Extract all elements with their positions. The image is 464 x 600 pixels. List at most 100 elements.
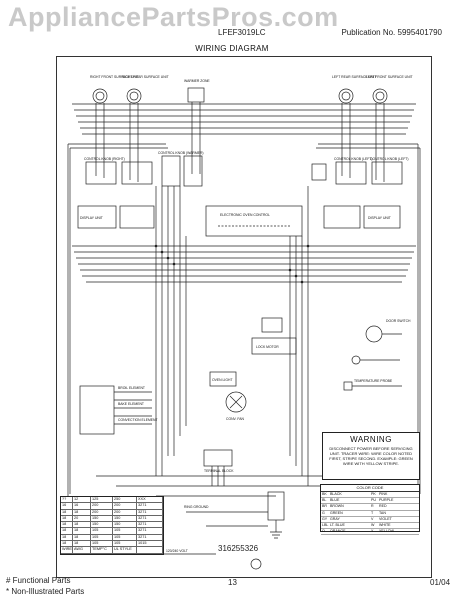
table-cell xyxy=(137,547,163,553)
color-code-cell: ORANGE xyxy=(329,529,370,536)
label-door: DOOR SWITCH xyxy=(386,319,411,323)
warning-text: DISCONNECT POWER BEFORE SERVICING UNIT. … xyxy=(329,446,413,466)
table-cell: 18 xyxy=(73,509,91,515)
page-title: WIRING DIAGRAM xyxy=(195,44,269,53)
label-ctrl1: CONTROL KNOB (RIGHT) xyxy=(84,157,125,161)
table-cell: 18 xyxy=(61,534,73,541)
color-code-cell: BL xyxy=(321,498,329,505)
diagram-part-code: 316255326 xyxy=(218,544,259,553)
table-cell: 3271 xyxy=(137,515,163,522)
label-ground: RING GROUND xyxy=(184,505,209,509)
color-code-cell: O xyxy=(321,529,329,536)
table-cell: 18 xyxy=(73,541,91,547)
table-cell: 200 xyxy=(91,509,113,515)
table-cell: 3271 xyxy=(137,528,163,534)
table-cell: 105 xyxy=(91,528,113,534)
label-rr: RIGHT REAR SURFACE UNIT xyxy=(122,75,169,79)
color-code-cell: WHITE xyxy=(378,523,419,530)
table-cell: 20 xyxy=(73,515,91,522)
label-fan: CONV. FAN xyxy=(226,417,245,421)
table-cell: 150 xyxy=(91,515,113,522)
table-cell: AWG xyxy=(73,547,91,553)
table-cell: ?? xyxy=(61,497,73,503)
table-cell: 105 xyxy=(113,541,137,547)
footer-page-number: 13 xyxy=(228,578,237,587)
color-code-cell: PINK xyxy=(378,492,419,499)
color-code-cell: LT. BLUE xyxy=(329,523,370,530)
label-lock: LOCK MOTOR xyxy=(256,345,279,349)
table-cell: 150 xyxy=(113,515,137,522)
table-cell: 18 xyxy=(61,509,73,515)
table-cell: 18 xyxy=(61,541,73,547)
label-terminal: TERMINAL BLOCK xyxy=(204,469,234,473)
table-cell: 250 xyxy=(113,497,137,503)
table-cell: 12 xyxy=(73,497,91,503)
table-cell: UL STYLE xyxy=(113,547,137,553)
color-code-cell: T xyxy=(370,511,378,517)
color-code-cell: TAN xyxy=(378,511,419,517)
table-cell: 150 xyxy=(113,522,137,528)
watermark: AppliancePartsPros.com xyxy=(8,2,339,32)
table-cell: 18 xyxy=(73,528,91,534)
label-bake: BAKE ELEMENT xyxy=(118,402,144,406)
table-cell: 18 xyxy=(73,522,91,528)
label-ctrl2: CONTROL KNOB (WARMER) xyxy=(158,151,204,155)
color-code-cell: BR xyxy=(321,504,329,511)
table-cell: XXX xyxy=(137,497,163,503)
label-ctrl4: CONTROL KNOB (LEFT) xyxy=(370,157,409,161)
warning-box: WARNING DISCONNECT POWER BEFORE SERVICIN… xyxy=(322,432,420,480)
color-code-cell: VIOLET xyxy=(378,517,419,524)
color-code-cell: BK xyxy=(321,492,329,499)
table-cell: TEMP°C xyxy=(91,547,113,553)
color-code-cell: RED xyxy=(378,504,419,511)
table-cell: 18 xyxy=(61,528,73,534)
table-cell: 200 xyxy=(91,503,113,509)
surface-unit-lf xyxy=(372,88,388,104)
wiring-diagram: RIGHT FRONT SURFACE UNIT RIGHT REAR SURF… xyxy=(67,75,421,570)
color-code-cell: PURPLE xyxy=(378,498,419,505)
surface-unit-rr xyxy=(126,88,142,104)
color-code-cell: LBL xyxy=(321,523,329,530)
table-cell: 200 xyxy=(113,509,137,515)
table-cell: 3271 xyxy=(137,534,163,541)
table-cell: 18 xyxy=(73,534,91,541)
color-code-cell: PU xyxy=(370,498,378,505)
table-cell: 3271 xyxy=(137,522,163,528)
table-cell: 1015 xyxy=(137,541,163,547)
label-convection: CONVECTION ELEMENT xyxy=(118,418,158,422)
label-warmer: WARMER ZONE xyxy=(184,79,210,83)
color-code-cell: YELLOW xyxy=(378,529,419,536)
diagram-frame xyxy=(56,56,432,578)
table-cell: 18 xyxy=(61,515,73,522)
table-cell: 16 xyxy=(61,503,73,509)
surface-unit-rf xyxy=(92,88,108,104)
color-code-cell: BROWN xyxy=(329,504,370,511)
surface-unit-lr xyxy=(338,88,354,104)
table-cell: 105 xyxy=(91,541,113,547)
color-code-cell: GRAY xyxy=(329,517,370,524)
label-rf: RIGHT FRONT SURFACE UNIT xyxy=(90,75,139,79)
label-display-left: DISPLAY UNIT xyxy=(80,216,103,220)
footer-functional: # Functional Parts xyxy=(6,576,71,585)
label-ctrl3: CONTROL KNOB (LEFT) xyxy=(334,157,373,161)
table-cell: 150 xyxy=(91,522,113,528)
table-cell: 105 xyxy=(113,528,137,534)
warning-title: WARNING xyxy=(350,435,392,444)
publication-number: Publication No. 5995401790 xyxy=(341,28,442,37)
label-eoc: ELECTRONIC OVEN CONTROL xyxy=(220,213,270,217)
color-code-cell: Y xyxy=(370,529,378,536)
table-cell: 200 xyxy=(113,503,137,509)
table-cell: 3271 xyxy=(137,509,163,515)
label-lr: LEFT REAR SURFACE UNIT xyxy=(332,75,376,79)
footer-date: 01/04 xyxy=(430,578,451,587)
table-cell: 3271 xyxy=(137,503,163,509)
